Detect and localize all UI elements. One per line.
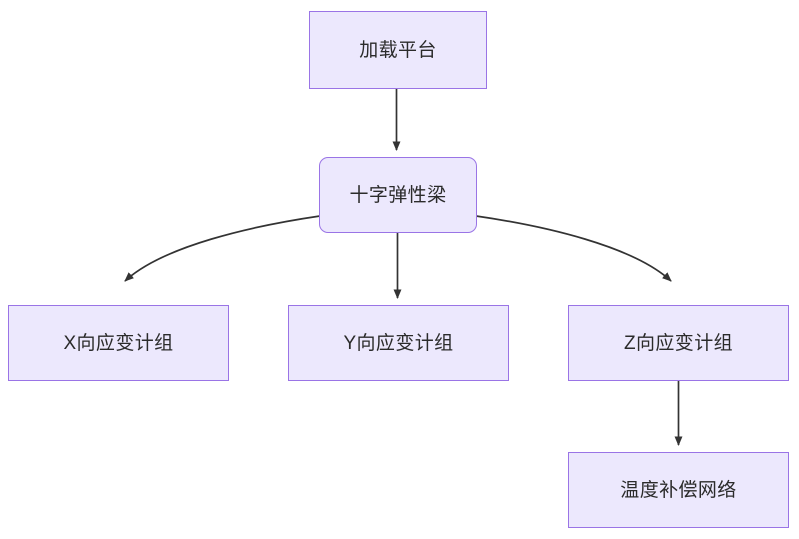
node-y-strain-gauge-group[interactable]: Y向应变计组 (288, 305, 509, 381)
node-loading-platform[interactable]: 加载平台 (309, 11, 487, 89)
edge-beam-to-gauge-z (475, 215, 672, 282)
node-label-y-strain-gauge-group: Y向应变计组 (343, 332, 454, 354)
node-x-strain-gauge-group[interactable]: X向应变计组 (8, 305, 229, 381)
node-cross-elastic-beam[interactable]: 十字弹性梁 (319, 157, 477, 233)
edge-beam-to-gauge-x (124, 215, 321, 282)
node-temperature-compensation-network[interactable]: 温度补偿网络 (568, 452, 789, 528)
node-z-strain-gauge-group[interactable]: Z向应变计组 (568, 305, 789, 381)
node-label-cross-elastic-beam: 十字弹性梁 (349, 184, 447, 206)
node-label-x-strain-gauge-group: X向应变计组 (63, 332, 174, 354)
node-label-loading-platform: 加载平台 (359, 39, 437, 61)
node-label-z-strain-gauge-group: Z向应变计组 (623, 332, 733, 354)
node-label-temperature-compensation-network: 温度补偿网络 (620, 479, 737, 501)
